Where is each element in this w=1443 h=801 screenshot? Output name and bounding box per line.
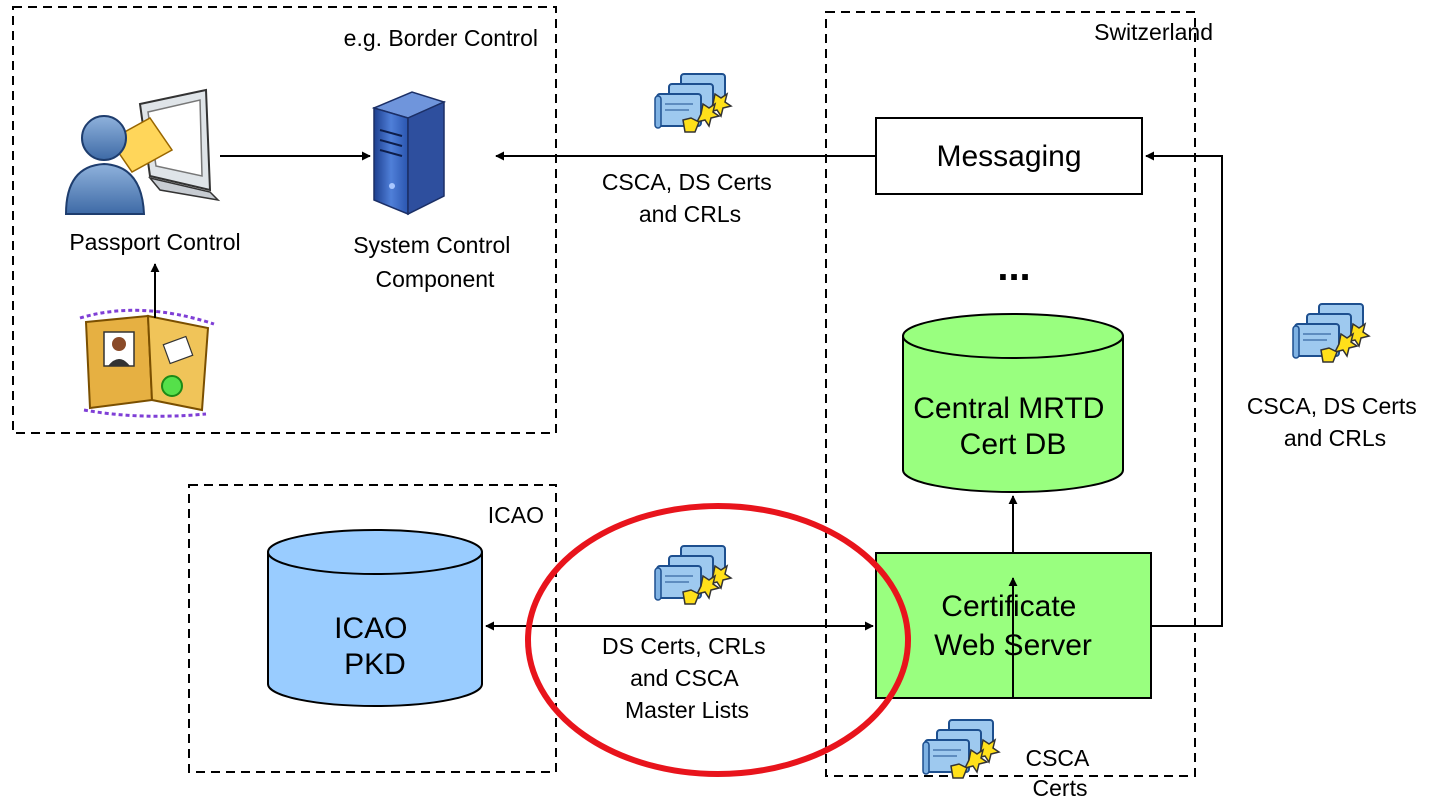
system-control-label: System Control Component [353, 232, 517, 292]
region-label-border-control: e.g. Border Control [344, 25, 538, 51]
certificate-stack-icon [654, 545, 732, 605]
server-icon [371, 91, 447, 216]
icao-pkd-cylinder: ICAO PKD [267, 529, 483, 707]
passport-control-icon [64, 88, 221, 215]
region-border-control: e.g. Border Control [12, 6, 557, 434]
central-db-label: Central MRTD Cert DB [913, 392, 1113, 461]
central-db-cylinder: Central MRTD Cert DB [902, 313, 1124, 493]
certificate-stack-icon [654, 73, 732, 133]
flow-label-to-messaging: CSCA, DS Certs and CRLs [1247, 393, 1423, 451]
region-label-icao: ICAO [488, 502, 544, 528]
messaging-label: Messaging [936, 140, 1081, 173]
highlight-ellipse [525, 503, 911, 777]
passport-icon [79, 308, 215, 418]
flow-label-to-system: CSCA, DS Certs and CRLs [602, 169, 778, 227]
region-label-switzerland: Switzerland [1094, 19, 1213, 45]
flow-label-pkd-exchange: DS Certs, CRLs and CSCA Master Lists [602, 633, 772, 723]
certificate-stack-icon [1292, 303, 1370, 363]
icao-pkd-label: ICAO PKD [334, 612, 416, 681]
passport-control-label: Passport Control [69, 229, 240, 255]
ellipsis-more: ... [997, 245, 1030, 289]
flow-label-csca-certs: CSCA Certs [1025, 745, 1094, 801]
arrow-server-to-messaging [1145, 151, 1223, 627]
certificate-stack-icon [922, 719, 1000, 779]
region-switzerland: Switzerland [825, 11, 1213, 777]
messaging-box: Messaging [875, 117, 1143, 195]
